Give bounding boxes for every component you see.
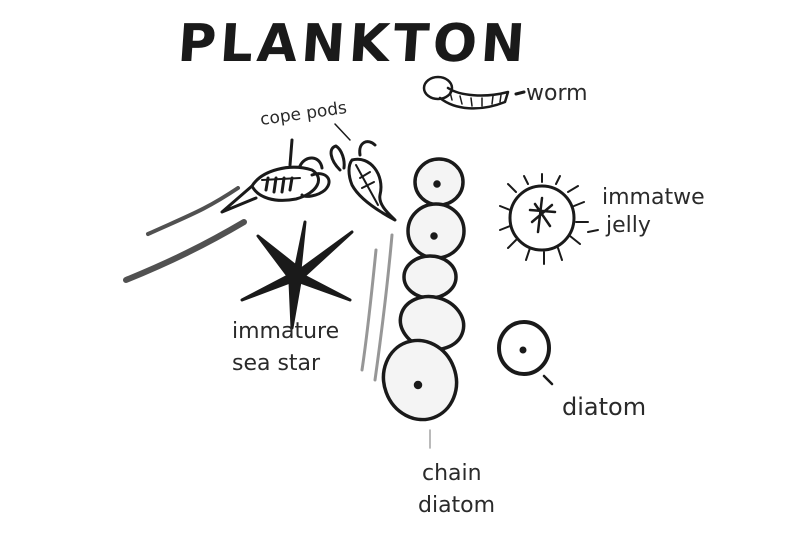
label-diatom: diatom [562,393,647,421]
copepod-1-drawing [220,138,331,214]
label-chain-diatom: chain diatom [418,460,495,519]
label-chain-diatom-line1: chain [422,461,482,486]
label-sea-star-line1: immature [232,319,340,344]
label-sea-star-line2: sea star [232,350,321,376]
immature-jelly-drawing [499,173,599,265]
label-worm: worm [526,81,588,106]
label-immature-jelly: immatwe jelly [602,184,705,239]
label-immature-jelly-line2: jelly [606,212,651,238]
sea-star-drawing [240,220,354,330]
page-title: PLANKTON [175,14,531,74]
chain-diatom-drawing [381,157,466,449]
diatom-drawing [497,320,554,386]
label-chain-diatom-line2: diatom [418,492,496,518]
worm-drawing [422,75,526,110]
copepod-2-drawing [329,123,397,222]
label-immature-jelly-line1: immatwe [602,185,705,210]
water-strokes [123,186,394,382]
label-immature-sea-star: immature sea star [232,318,339,377]
